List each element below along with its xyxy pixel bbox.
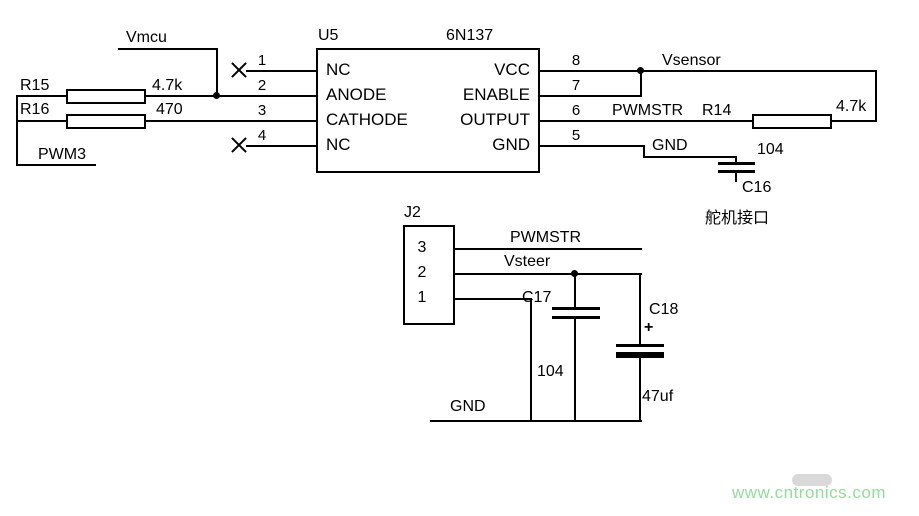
wire-j2-pin1 <box>455 298 532 300</box>
junction-dot <box>637 67 644 74</box>
ic-part-number: 6N137 <box>446 27 494 44</box>
capacitor-c16-value: 104 <box>757 141 784 158</box>
wire-enable <box>540 95 642 97</box>
wire-cathode <box>146 120 316 122</box>
c18-plate-positive <box>616 344 664 347</box>
c16-plate-bottom <box>718 170 755 173</box>
resistor-r16-body <box>66 114 146 129</box>
pin-number-8: 8 <box>571 52 581 69</box>
wire-gnd-pin5 <box>540 145 645 147</box>
no-connect-icon <box>230 136 248 154</box>
resistor-r16-refdes: R16 <box>20 101 50 118</box>
wire-c16-top-lead <box>735 156 737 164</box>
capacitor-c16-refdes: C16 <box>742 179 772 196</box>
wire-c18-top-lead <box>639 273 641 345</box>
c18-plate-negative <box>616 352 664 358</box>
wire-c17-top-lead <box>574 273 576 308</box>
wire-c16-bottom-lead <box>735 173 737 182</box>
wire-j2-pin1-drop <box>530 298 532 422</box>
wire-c17-bottom-lead <box>574 318 576 422</box>
ic-pin-name-cathode: CATHODE <box>326 110 408 129</box>
j2-pin-1: 1 <box>417 289 427 306</box>
j2-pin-2: 2 <box>417 264 427 281</box>
wire-output <box>540 120 752 122</box>
wire-vmcu-drop <box>216 48 218 97</box>
annotation-servo-interface: 舵机接口 <box>705 210 770 227</box>
resistor-r14-body <box>752 114 832 129</box>
wire-gnd-jog <box>643 145 645 158</box>
ic-pin-name-output: OUTPUT <box>460 110 530 129</box>
watermark-text: www.cntronics.com <box>732 483 886 502</box>
ic-refdes: U5 <box>318 27 339 44</box>
pin-number-5: 5 <box>571 127 581 144</box>
wire-anode <box>146 95 316 97</box>
pin-number-6: 6 <box>571 102 581 119</box>
pin-number-3: 3 <box>257 102 267 119</box>
wire-r16-left-lead <box>16 120 66 122</box>
resistor-r14-value: 4.7k <box>836 98 867 115</box>
wire-vcc-enable-tie <box>640 70 642 97</box>
ic-pin-name-nc1: NC <box>326 60 351 79</box>
capacitor-c18-polarity: + <box>644 319 654 336</box>
pin-number-4: 4 <box>257 127 267 144</box>
resistor-r15-refdes: R15 <box>20 77 50 94</box>
net-label-vsteer: Vsteer <box>504 253 551 270</box>
ic-pin-name-nc2: NC <box>326 135 351 154</box>
net-label-gnd-bottom: GND <box>450 398 486 415</box>
capacitor-c18-value: 47uf <box>642 388 674 405</box>
wire-gnd-right <box>643 156 737 158</box>
resistor-r16-value: 470 <box>156 101 183 118</box>
ic-pin-name-enable: ENABLE <box>462 85 530 104</box>
capacitor-c17-value: 104 <box>537 363 564 380</box>
wire-r14-right-lead <box>832 120 877 122</box>
ic-pin-name-gnd: GND <box>492 135 530 154</box>
ic-pin-name-vcc: VCC <box>494 60 530 79</box>
capacitor-c17-refdes: C17 <box>522 289 552 306</box>
ic-pin-name-anode: ANODE <box>326 85 387 104</box>
net-label-pwmstr-bottom: PWMSTR <box>510 229 582 246</box>
wire-gnd-bottom <box>430 420 642 422</box>
pin-number-1: 1 <box>257 52 267 69</box>
net-label-vsensor: Vsensor <box>662 52 721 69</box>
junction-dot <box>213 92 220 99</box>
resistor-r15-body <box>66 89 146 104</box>
connector-j2-refdes: J2 <box>404 204 421 221</box>
wire-pwm3 <box>16 164 96 166</box>
ic-body <box>316 48 540 173</box>
net-label-gnd-top: GND <box>652 137 688 154</box>
wire-pin1 <box>246 70 316 72</box>
c17-plate-top <box>552 307 600 310</box>
wire-vsensor <box>540 70 877 72</box>
wire-c18-bottom-lead <box>639 358 641 422</box>
c17-plate-bottom <box>552 316 600 319</box>
j2-pin-3: 3 <box>417 239 427 256</box>
no-connect-icon <box>230 61 248 79</box>
wire-left-rail <box>16 95 18 166</box>
net-label-pwmstr-top: PWMSTR <box>612 102 684 119</box>
wire-vsteer <box>455 273 642 275</box>
gray-smudge <box>792 474 832 486</box>
wire-vmcu <box>118 48 218 50</box>
wire-right-rail <box>875 70 877 122</box>
pin-number-2: 2 <box>257 77 267 94</box>
pin-number-7: 7 <box>571 77 581 94</box>
net-label-pwm3: PWM3 <box>38 146 86 163</box>
connector-j2-body <box>403 225 455 325</box>
resistor-r15-value: 4.7k <box>152 77 183 94</box>
wire-r15-left-lead <box>16 95 66 97</box>
capacitor-c18-refdes: C18 <box>649 301 679 318</box>
net-label-vmcu: Vmcu <box>126 29 167 46</box>
c16-plate-top <box>718 162 755 165</box>
wire-pin4 <box>246 145 316 147</box>
wire-pwmstr-bottom <box>455 248 642 250</box>
resistor-r14-refdes: R14 <box>702 102 732 119</box>
